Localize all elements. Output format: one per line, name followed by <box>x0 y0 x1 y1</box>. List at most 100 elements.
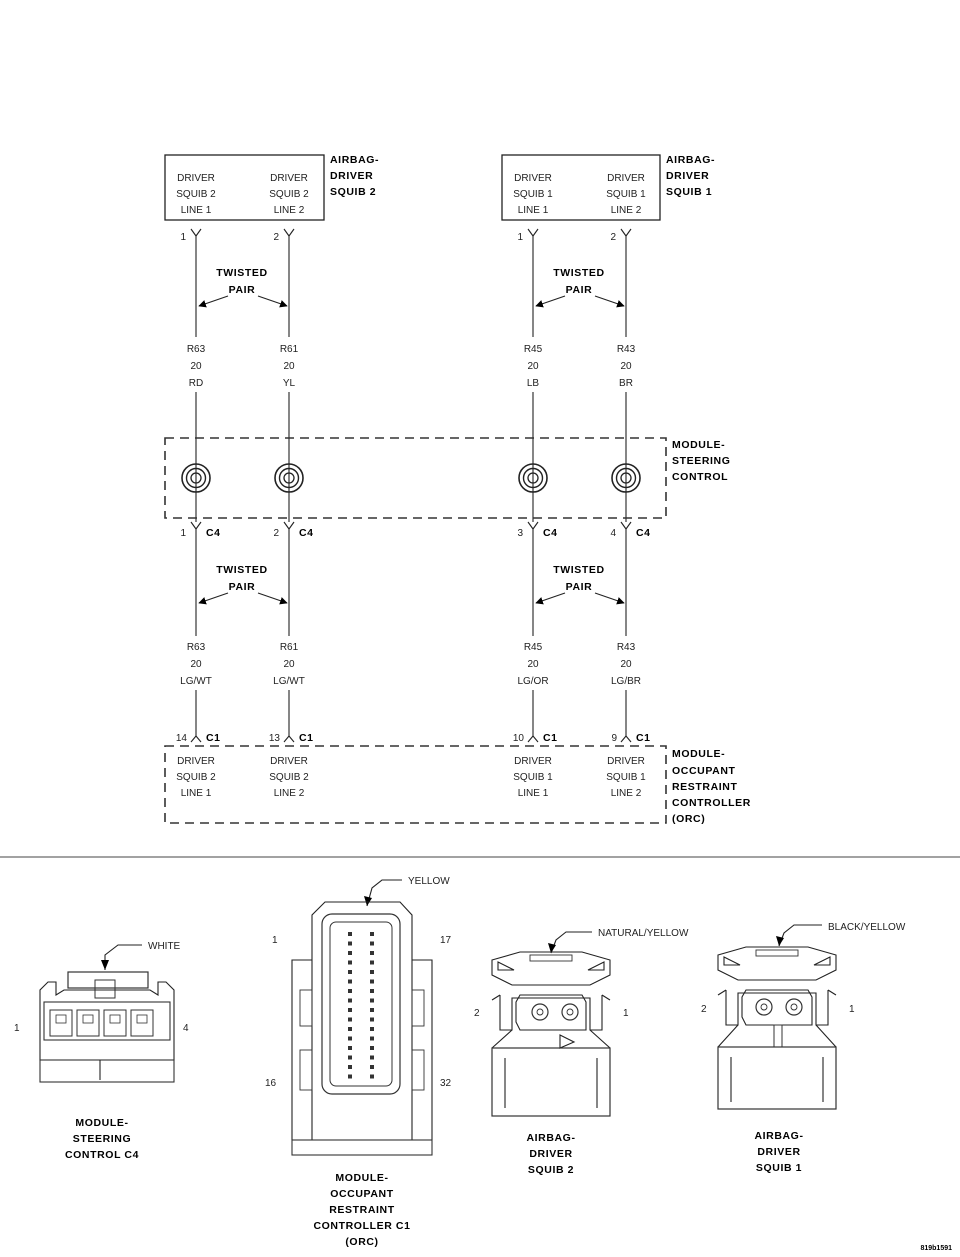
svg-text:10: 10 <box>513 733 525 744</box>
squib2-component-title: AIRBAG- DRIVER SQUIB 2 <box>330 154 379 198</box>
svg-text:LINE 1: LINE 1 <box>518 788 549 799</box>
svg-text:C4: C4 <box>636 527 651 539</box>
svg-text:R45: R45 <box>524 642 543 653</box>
svg-text:LINE 2: LINE 2 <box>611 205 642 216</box>
svg-text:TWISTED: TWISTED <box>553 267 604 279</box>
svg-text:4: 4 <box>610 528 616 539</box>
svg-text:DRIVER: DRIVER <box>529 1148 572 1160</box>
squib1-pin1-label: DRIVER SQUIB 1 LINE 1 <box>513 173 553 216</box>
svg-text:2: 2 <box>474 1008 480 1019</box>
svg-text:CONTROL: CONTROL <box>672 471 728 483</box>
twisted-pair-upper-right: TWISTED PAIR <box>535 267 625 308</box>
squib1-component-box <box>501 154 661 221</box>
svg-text:PAIR: PAIR <box>229 284 256 296</box>
svg-text:LINE 2: LINE 2 <box>274 788 305 799</box>
connector-view-steering-c4: WHITE 1 4 MODULE- STEERING CONTROL C4 <box>14 941 189 1161</box>
svg-text:RD: RD <box>189 378 203 389</box>
svg-text:SQUIB 2: SQUIB 2 <box>528 1164 574 1176</box>
svg-text:1: 1 <box>272 935 278 946</box>
svg-text:SQUIB 1: SQUIB 1 <box>606 189 646 200</box>
svg-text:3: 3 <box>517 528 523 539</box>
svg-text:DRIVER: DRIVER <box>514 173 552 184</box>
svg-text:R61: R61 <box>280 344 299 355</box>
wire-label-r43-br: R43 20 BR <box>617 344 636 389</box>
svg-text:20: 20 <box>283 361 295 372</box>
svg-text:BLACK/YELLOW: BLACK/YELLOW <box>828 922 906 933</box>
orc-pin-cavity <box>370 1055 374 1060</box>
svg-text:2: 2 <box>273 232 279 243</box>
svg-text:LG/WT: LG/WT <box>273 676 305 687</box>
orc-pin-14-label: DRIVER SQUIB 2 LINE 1 <box>176 756 216 799</box>
svg-text:C1: C1 <box>543 732 558 744</box>
squib1-pin2-label: DRIVER SQUIB 1 LINE 2 <box>606 173 646 216</box>
figure-id: 819b1591 <box>920 1245 952 1252</box>
orc-pin-cavity <box>370 941 374 946</box>
orc-pin-cavity <box>348 1027 352 1031</box>
svg-text:DRIVER: DRIVER <box>666 170 709 182</box>
svg-text:DRIVER: DRIVER <box>270 173 308 184</box>
orc-pin-cavity <box>370 1017 374 1022</box>
c4-pin-1: 1 C4 <box>180 521 221 595</box>
orc-pin-cavity <box>348 1065 352 1069</box>
svg-text:DRIVER: DRIVER <box>177 756 215 767</box>
svg-text:1: 1 <box>517 232 523 243</box>
svg-text:WHITE: WHITE <box>148 941 181 952</box>
orc-pin-cavity <box>370 979 374 984</box>
svg-text:DRIVER: DRIVER <box>270 756 308 767</box>
svg-text:20: 20 <box>190 361 202 372</box>
svg-text:AIRBAG-: AIRBAG- <box>526 1132 575 1144</box>
wire-label-r63-lgwt: R63 20 LG/WT <box>180 642 212 687</box>
steering-control-module-box <box>164 437 667 519</box>
squib2-component-box <box>164 154 325 221</box>
svg-text:PAIR: PAIR <box>229 581 256 593</box>
svg-text:(ORC): (ORC) <box>672 813 705 825</box>
svg-text:C1: C1 <box>636 732 651 744</box>
svg-text:SQUIB 1: SQUIB 1 <box>513 189 553 200</box>
svg-text:AIRBAG-: AIRBAG- <box>754 1130 803 1142</box>
orc-pin-cavity <box>370 960 374 965</box>
svg-text:CONTROLLER C1: CONTROLLER C1 <box>313 1220 410 1232</box>
svg-text:SQUIB 1: SQUIB 1 <box>606 772 646 783</box>
svg-text:LINE 1: LINE 1 <box>518 205 549 216</box>
orc-module-title: MODULE- OCCUPANT RESTRAINT CONTROLLER (O… <box>672 748 750 825</box>
svg-text:LB: LB <box>527 378 540 389</box>
orc-pin-cavity <box>348 951 352 955</box>
svg-text:SQUIB 1: SQUIB 1 <box>666 186 712 198</box>
squib1-component-title: AIRBAG- DRIVER SQUIB 1 <box>666 154 715 198</box>
squib2-pin1-label: DRIVER SQUIB 2 LINE 1 <box>176 173 216 216</box>
orc-pin-cavity <box>348 932 352 936</box>
svg-text:DRIVER: DRIVER <box>607 173 645 184</box>
orc-pin-cavity <box>370 1074 374 1079</box>
svg-text:C4: C4 <box>543 527 558 539</box>
svg-text:CONTROL C4: CONTROL C4 <box>65 1149 139 1161</box>
orc-pin-cavity <box>348 998 352 1003</box>
svg-text:DRIVER: DRIVER <box>607 756 645 767</box>
svg-text:NATURAL/YELLOW: NATURAL/YELLOW <box>598 928 689 939</box>
svg-text:1: 1 <box>849 1004 855 1015</box>
c1-pin-14: 14 C1 <box>176 732 220 744</box>
svg-text:1: 1 <box>623 1008 629 1019</box>
top-pin-2: 2 <box>273 228 295 243</box>
orc-pin-9-label: DRIVER SQUIB 1 LINE 2 <box>606 756 646 799</box>
twisted-pair-lower-right: TWISTED PAIR <box>535 564 625 605</box>
clockspring-coil-1 <box>181 463 211 493</box>
orc-pin-cavity <box>370 970 374 974</box>
svg-text:20: 20 <box>283 659 295 670</box>
svg-text:C1: C1 <box>299 732 314 744</box>
wire-label-r61-lgwt: R61 20 LG/WT <box>273 642 305 687</box>
svg-text:R43: R43 <box>617 642 636 653</box>
svg-text:20: 20 <box>620 361 632 372</box>
svg-text:RESTRAINT: RESTRAINT <box>672 781 737 793</box>
orc-pin-cavity <box>348 941 352 946</box>
svg-text:R61: R61 <box>280 642 299 653</box>
svg-text:R63: R63 <box>187 642 206 653</box>
svg-text:20: 20 <box>527 361 539 372</box>
svg-text:2: 2 <box>701 1004 707 1015</box>
connector-view-orc-c1: YELLOW 1 17 16 32 MODULE- OCCUPANT RESTR… <box>265 876 452 1248</box>
svg-text:SQUIB 2: SQUIB 2 <box>269 772 309 783</box>
svg-text:C4: C4 <box>206 527 221 539</box>
svg-text:C4: C4 <box>299 527 314 539</box>
svg-text:SQUIB 2: SQUIB 2 <box>176 189 216 200</box>
svg-text:1: 1 <box>14 1023 20 1034</box>
svg-text:TWISTED: TWISTED <box>216 564 267 576</box>
